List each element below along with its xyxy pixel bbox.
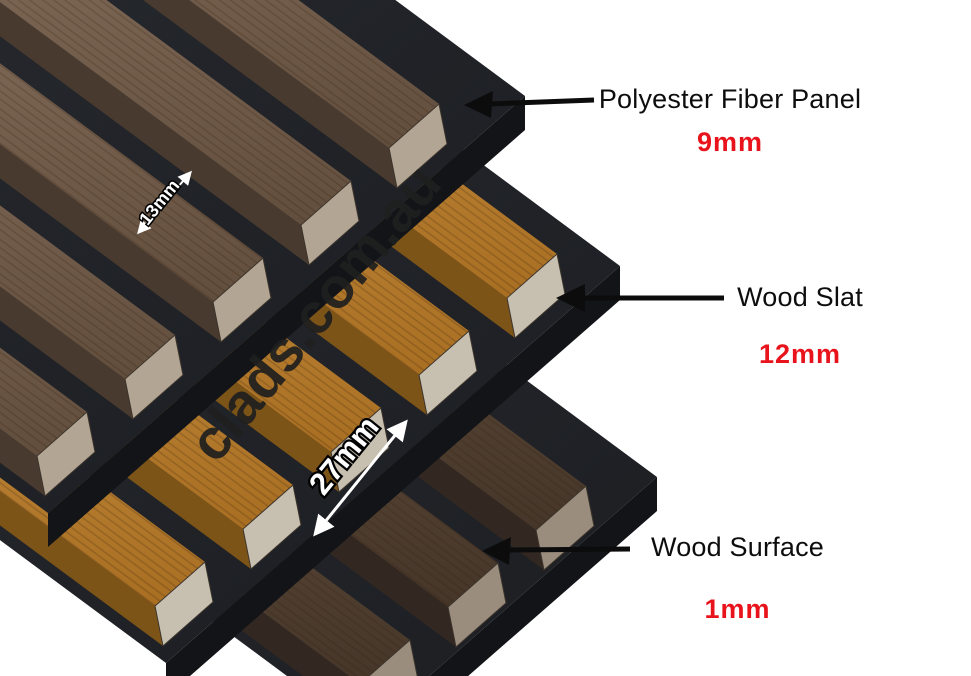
slat-end-cap — [154, 561, 214, 647]
callout-label-wood-surface: Wood Surface — [651, 532, 824, 562]
callout-arrows — [464, 91, 724, 565]
slat-end-cap — [242, 484, 302, 570]
arrow-head-icon — [556, 284, 585, 312]
dimension-line-27mm — [313, 419, 408, 537]
arrow-wood-slat — [556, 284, 724, 312]
slat-end-cap — [212, 257, 272, 343]
top-panel — [0, 0, 525, 547]
slat-grain-overlay — [0, 63, 263, 302]
arrow-wood-surface — [482, 537, 631, 565]
slat-end-cap — [124, 334, 184, 420]
arrow-head-icon — [482, 537, 511, 565]
top-panel-slat-4 — [0, 0, 360, 266]
dimension-line-13mm — [137, 170, 192, 235]
top-panel-slat-5 — [143, 0, 448, 189]
slat-side-face — [0, 286, 133, 419]
slat-end-cap — [368, 639, 418, 676]
slat-end-cap — [447, 562, 507, 648]
arrow-polyester-fiber-panel — [464, 91, 595, 118]
slat-end-cap — [36, 411, 96, 497]
slat-end-cap — [418, 330, 478, 416]
slat-side-face — [0, 2, 309, 265]
slat-side-face — [0, 428, 45, 496]
callout-label-polyester-fiber-panel: Polyester Fiber Panel — [598, 84, 862, 114]
slat-side-face — [0, 491, 163, 646]
top-panel-felt-front-face — [48, 96, 525, 547]
slat-end-cap — [388, 103, 448, 189]
arrow-head-icon — [464, 91, 493, 118]
slat-side-face — [0, 144, 221, 342]
top-panel-slat-1 — [0, 347, 96, 497]
slat-grain-overlay — [0, 205, 175, 379]
slat-side-face — [143, 0, 397, 188]
top-panel-slat-2 — [0, 205, 184, 420]
top-panel-slat-3 — [0, 63, 272, 343]
callout-value-polyester-fiber-panel: 9mm — [696, 127, 764, 157]
callout-value-wood-slat: 12mm — [758, 339, 842, 369]
arrow-shaft — [507, 546, 631, 553]
arrow-shaft — [489, 97, 595, 107]
slat-grain-overlay — [189, 0, 439, 148]
slat-end-cap — [300, 180, 360, 266]
callout-label-wood-slat: Wood Slat — [737, 282, 863, 312]
callout-value-wood-surface: 1mm — [704, 594, 771, 624]
slat-end-cap — [506, 253, 566, 339]
slat-grain-overlay — [0, 0, 351, 225]
slat-grain-overlay — [0, 347, 87, 456]
